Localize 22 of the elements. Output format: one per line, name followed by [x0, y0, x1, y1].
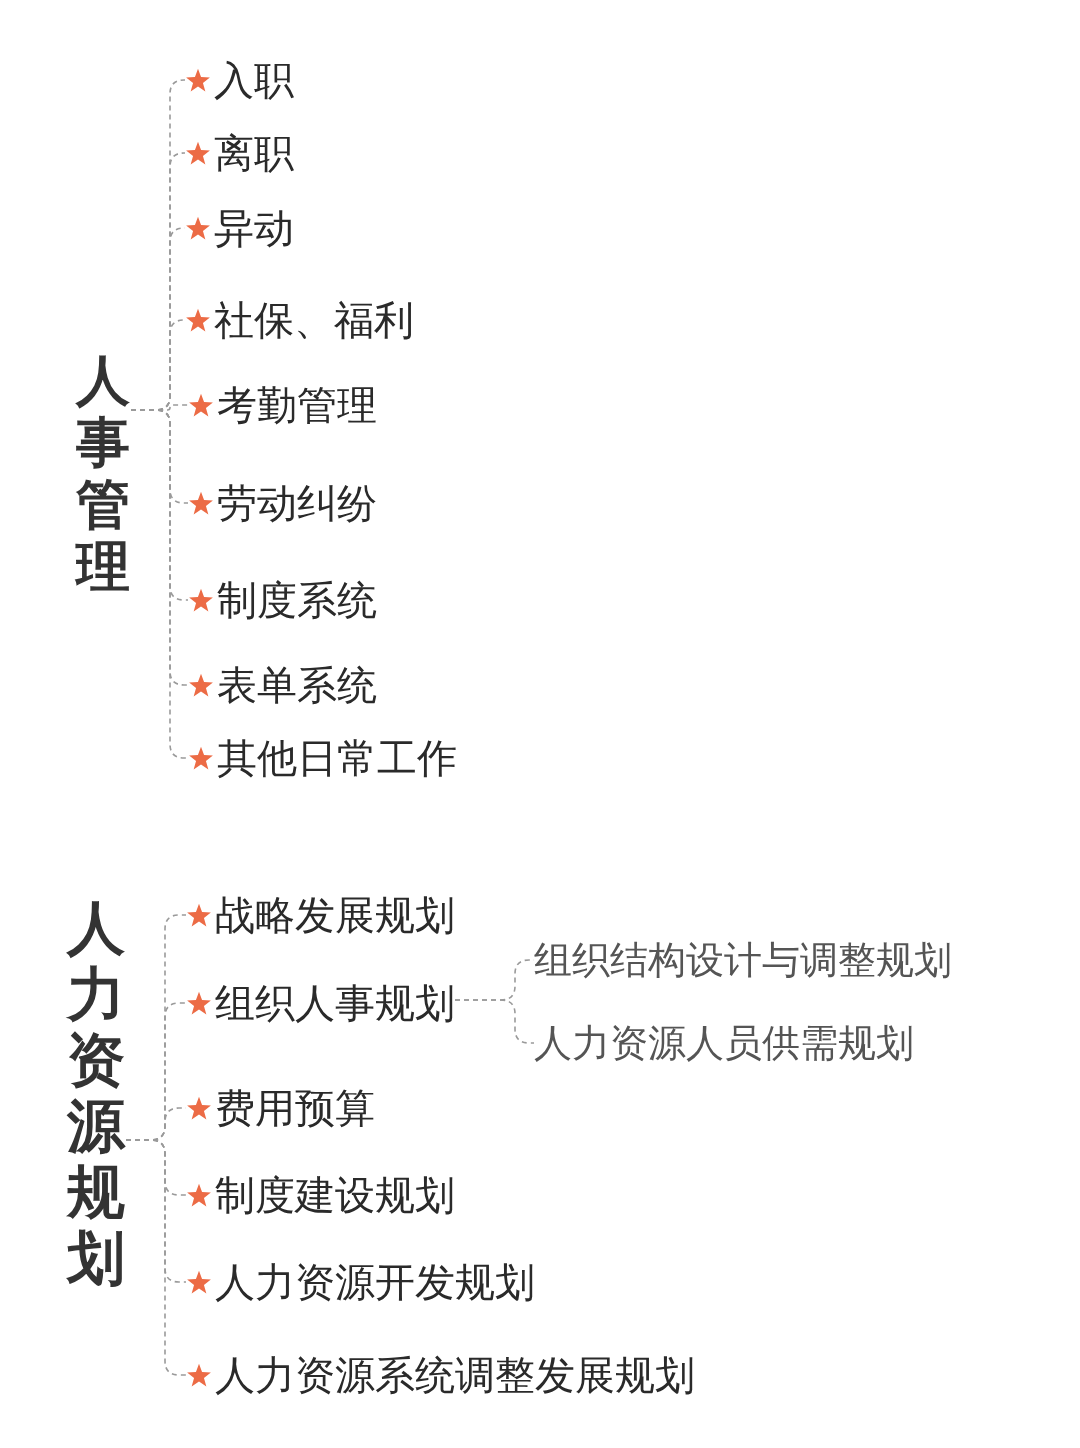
item-text: 制度建设规划 [215, 1170, 455, 1220]
brace-connector [454, 999, 535, 1044]
vertical-heading: 人事管理 [75, 350, 131, 598]
item-text: 其他日常工作 [217, 733, 457, 783]
item-text: 入职 [214, 55, 294, 105]
item-text: 战略发展规划 [215, 890, 455, 940]
item-text: 考勤管理 [217, 380, 377, 430]
item-text: 劳动纠纷 [217, 478, 377, 528]
item-text: 制度系统 [217, 575, 377, 625]
item-text: 组织人事规划 [215, 978, 455, 1028]
item-text: 组织结构设计与调整规划 [534, 936, 952, 984]
item-text: 社保、福利 [214, 295, 414, 345]
item-text: 表单系统 [217, 660, 377, 710]
brace-connector [130, 409, 189, 759]
item-text: 人力资源系统调整发展规划 [215, 1350, 695, 1400]
item-text: 离职 [214, 128, 294, 178]
item-text: 异动 [214, 203, 294, 253]
item-text: 人力资源人员供需规划 [534, 1019, 914, 1067]
vertical-heading: 人力资源规划 [66, 895, 126, 1291]
item-text: 费用预算 [215, 1083, 375, 1133]
item-text: 人力资源开发规划 [215, 1257, 535, 1307]
brace-connector [125, 1139, 187, 1376]
